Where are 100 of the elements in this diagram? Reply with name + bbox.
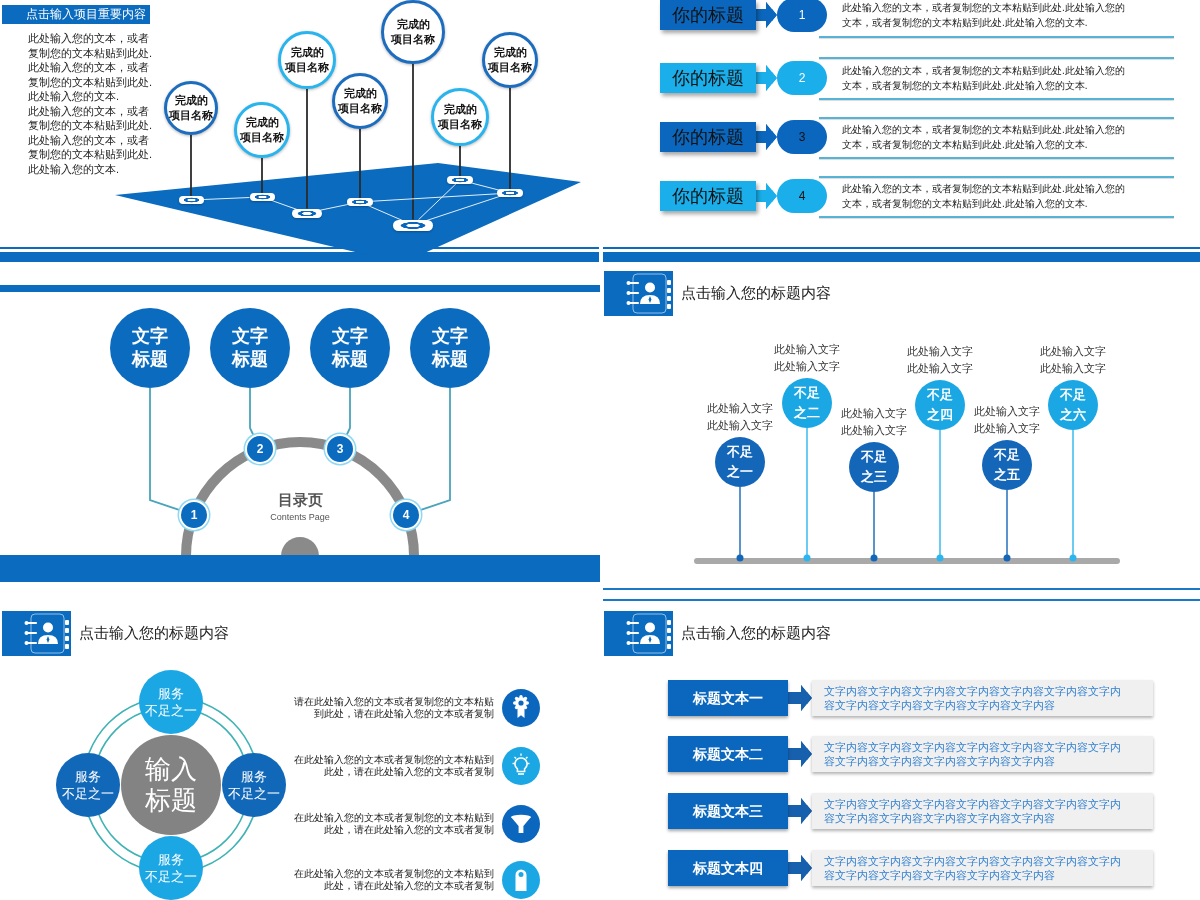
heading-text: 目录页 bbox=[276, 490, 324, 510]
ring-marker bbox=[292, 208, 322, 218]
block-arrow bbox=[788, 740, 812, 768]
tag-label: 你的标题 bbox=[672, 185, 744, 207]
number-label: 3 bbox=[798, 131, 806, 143]
service-label: 不足之一 bbox=[228, 785, 280, 802]
pin-label: 完成的 bbox=[290, 45, 324, 60]
service-label: 不足之一 bbox=[145, 702, 197, 719]
pin-label: 完成的 bbox=[245, 115, 279, 130]
title-tab bbox=[668, 850, 788, 886]
number-label: 4 bbox=[402, 509, 410, 521]
number-label: 1 bbox=[190, 509, 198, 521]
heading-text: 点击输入您的标题内容 bbox=[79, 623, 229, 643]
title-label: 标题文本一 bbox=[693, 689, 763, 707]
caption-text: 此处输入文字此处输入文字 bbox=[1039, 344, 1107, 376]
number-label: 2 bbox=[798, 72, 806, 84]
connector-line bbox=[803, 427, 811, 562]
connector-line bbox=[418, 183, 457, 221]
body-text: 请在此处输入您的文本或者复制您的文本粘贴到此处，请在此处输入您的文本或者复制 bbox=[293, 696, 494, 720]
content-text: 文字内容文字内容文字内容文字内容文字内容文字内容文字内容文字内容文字内容文字内容文字内容文字内容 bbox=[824, 740, 1122, 768]
body-text: 在此处输入您的文本或者复制您的文本粘贴到此处，请在此处输入您的文本或者复制 bbox=[293, 754, 494, 778]
title-tag bbox=[660, 122, 756, 152]
content-panel bbox=[812, 793, 1153, 829]
ring-marker bbox=[347, 198, 373, 206]
content-text: 文字内容文字内容文字内容文字内容文字内容文字内容文字内容文字内容文字内容文字内容文字内容文字内容 bbox=[824, 854, 1122, 882]
service-label: 服务 bbox=[75, 768, 101, 785]
connector-line bbox=[249, 387, 255, 437]
pin-label: 完成的 bbox=[493, 45, 527, 60]
title-tab bbox=[668, 680, 788, 716]
caption-text: 此处输入文字此处输入文字 bbox=[973, 404, 1041, 436]
milestone-label: 不足之六 bbox=[1059, 386, 1087, 424]
connector-line bbox=[202, 197, 251, 200]
pin-label: 项目名称 bbox=[391, 32, 435, 47]
service-label: 服务 bbox=[158, 685, 184, 702]
body-text: 此处输入您的文本，或者复制您的文本粘贴到此处.此处输入您的文本，或者复制您的文本粘贴到此处.此处输入您的文本. bbox=[28, 103, 154, 176]
title-tag bbox=[660, 181, 756, 211]
number-label: 1 bbox=[798, 9, 806, 21]
pin-label: 完成的 bbox=[174, 93, 208, 108]
milestone-label: 不足之三 bbox=[860, 448, 888, 486]
timeline-bar bbox=[694, 558, 1120, 564]
connector-line bbox=[261, 157, 263, 194]
ring-marker bbox=[178, 196, 204, 204]
pin-label: 项目名称 bbox=[488, 60, 532, 75]
connector-line bbox=[306, 88, 308, 210]
content-panel bbox=[812, 736, 1153, 772]
subtitle-text: Contents Page bbox=[269, 511, 331, 523]
block-arrow bbox=[788, 854, 812, 882]
header-bar bbox=[2, 5, 150, 24]
number-label: 2 bbox=[256, 443, 264, 455]
connector-line bbox=[736, 486, 744, 562]
connector-line bbox=[367, 204, 403, 221]
heading-text: 点击输入您的标题内容 bbox=[681, 623, 831, 643]
connector-line bbox=[190, 134, 192, 197]
connector-line bbox=[509, 87, 511, 190]
caption-text: 此处输入文字此处输入文字 bbox=[906, 344, 974, 376]
connector-line bbox=[359, 128, 361, 199]
title-tag bbox=[660, 63, 756, 93]
block-arrow bbox=[756, 1, 777, 29]
milestone-label: 不足之二 bbox=[793, 384, 821, 422]
pin-label: 项目名称 bbox=[240, 130, 284, 145]
connector-line bbox=[870, 491, 878, 562]
title-tab bbox=[668, 736, 788, 772]
body-text: 此处输入您的文本，或者复制您的文本粘贴到此处.此处输入您的文本，或者复制您的文本粘贴到此处.此处输入您的文本. bbox=[842, 64, 1126, 93]
block-arrow bbox=[788, 684, 812, 712]
title-label: 标题文本三 bbox=[693, 802, 763, 820]
connector-line bbox=[1069, 429, 1077, 562]
number-label: 3 bbox=[336, 443, 344, 455]
connector-line bbox=[318, 203, 350, 211]
connector-line bbox=[936, 429, 944, 562]
topic-label: 文字标题 bbox=[231, 325, 269, 371]
milestone-label: 不足之五 bbox=[993, 446, 1021, 484]
title-tab bbox=[668, 793, 788, 829]
service-label: 服务 bbox=[241, 768, 267, 785]
pin-label: 项目名称 bbox=[338, 101, 382, 116]
content-text: 文字内容文字内容文字内容文字内容文字内容文字内容文字内容文字内容文字内容文字内容文字内容文字内容 bbox=[824, 684, 1122, 712]
caption-text: 此处输入文字此处输入文字 bbox=[706, 401, 774, 433]
service-label: 服务 bbox=[158, 851, 184, 868]
body-text: 此处输入您的文本，或者复制您的文本粘贴到此处.此处输入您的文本，或者复制您的文本粘贴到此处.此处输入您的文本. bbox=[842, 182, 1126, 211]
ring-marker bbox=[497, 189, 523, 197]
connector-line bbox=[345, 387, 351, 437]
content-text: 文字内容文字内容文字内容文字内容文字内容文字内容文字内容文字内容文字内容文字内容文字内容文字内容 bbox=[824, 797, 1122, 825]
connector-line bbox=[459, 145, 461, 177]
header-text: 点击输入项目重要内容 bbox=[26, 7, 146, 22]
title-label: 标题文本四 bbox=[693, 859, 763, 877]
tag-label: 你的标题 bbox=[672, 4, 744, 26]
ring-marker bbox=[249, 193, 275, 201]
milestone-label: 不足之一 bbox=[726, 443, 754, 481]
content-panel bbox=[812, 680, 1153, 716]
pin-label: 完成的 bbox=[396, 17, 430, 32]
tag-label: 你的标题 bbox=[672, 67, 744, 89]
body-text: 此处输入您的文本，或者复制您的文本粘贴到此处.此处输入您的文本，或者复制您的文本粘贴到此处.此处输入您的文本. bbox=[842, 123, 1126, 152]
topic-label: 文字标题 bbox=[331, 325, 369, 371]
block-arrow bbox=[756, 64, 777, 92]
content-panel bbox=[812, 850, 1153, 886]
connector-line bbox=[1003, 489, 1011, 562]
service-label: 不足之一 bbox=[62, 785, 114, 802]
milestone-label: 不足之四 bbox=[926, 386, 954, 424]
topic-label: 文字标题 bbox=[131, 325, 169, 371]
pin-label: 项目名称 bbox=[169, 108, 213, 123]
block-arrow bbox=[756, 123, 777, 151]
